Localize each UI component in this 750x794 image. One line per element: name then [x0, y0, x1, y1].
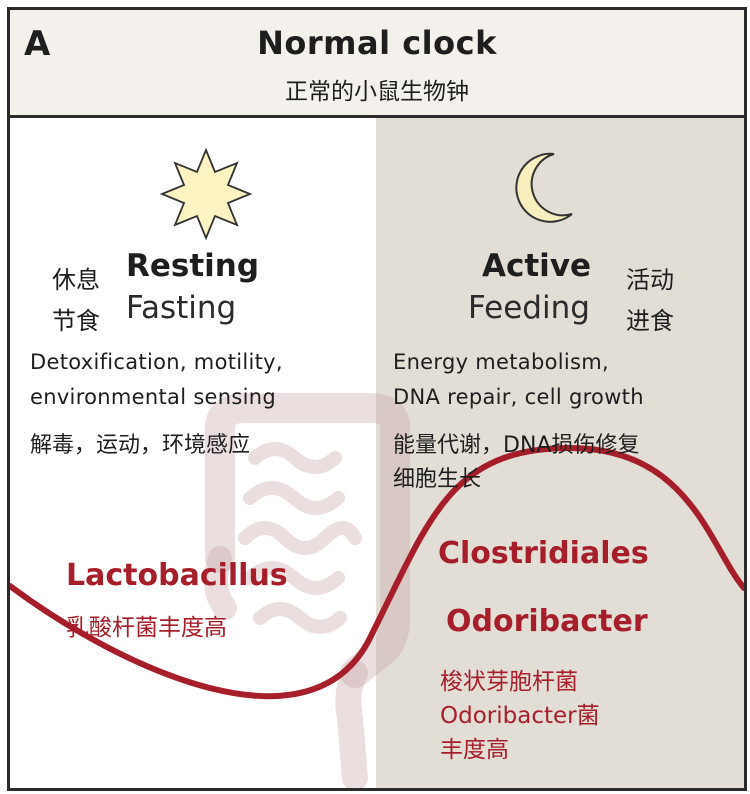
panel-label: A — [24, 24, 51, 64]
fasting-label-cn: 节食 — [52, 307, 100, 335]
resting-label: Resting — [126, 248, 260, 284]
fasting-label: Fasting — [126, 290, 237, 326]
moon-icon — [515, 152, 573, 223]
active-label-cn: 活动 — [626, 266, 674, 294]
active-label: Active — [482, 248, 592, 284]
odoribacter-label: Odoribacter — [446, 604, 648, 639]
day-functions-en-2: environmental sensing — [30, 385, 277, 409]
page-title: Normal clock — [257, 24, 497, 62]
feeding-label-cn: 进食 — [626, 307, 674, 335]
night-functions-en-2: DNA repair, cell growth — [393, 385, 644, 409]
lactobacillus-label: Lactobacillus — [66, 558, 288, 593]
page-subtitle: 正常的小鼠生物钟 — [285, 79, 469, 105]
night-bacteria-cn-2: Odoribacter菌 — [440, 703, 600, 729]
night-bacteria-cn-3: 丰度高 — [440, 737, 509, 763]
diagram-body: 休息 Resting 节食 Fasting Detoxification, mo… — [10, 118, 744, 788]
night-panel — [376, 118, 744, 788]
day-panel — [10, 118, 376, 788]
night-bacteria-cn-1: 梭状芽胞杆菌 — [440, 669, 578, 695]
clostridiales-label: Clostridiales — [438, 536, 649, 571]
circadian-rhythm-curve — [10, 444, 744, 700]
night-functions-en-1: Energy metabolism, — [393, 350, 609, 374]
feeding-label: Feeding — [468, 290, 590, 326]
day-functions-cn: 解毒，运动，环境感应 — [30, 433, 251, 458]
resting-label-cn: 休息 — [52, 266, 100, 294]
night-functions-cn-2: 细胞生长 — [393, 467, 482, 492]
sun-icon — [159, 147, 253, 241]
rhythm-curve-line — [10, 444, 744, 700]
night-functions-cn-1: 能量代谢，DNA损伤修复 — [393, 433, 640, 458]
day-functions-en-1: Detoxification, motility, — [30, 350, 283, 374]
lactobacillus-label-cn: 乳酸杆菌丰度高 — [66, 615, 227, 641]
intestine-illustration — [204, 393, 410, 788]
header: A Normal clock 正常的小鼠生物钟 — [10, 10, 744, 118]
figure-frame: A Normal clock 正常的小鼠生物钟 休息 — [7, 7, 747, 791]
